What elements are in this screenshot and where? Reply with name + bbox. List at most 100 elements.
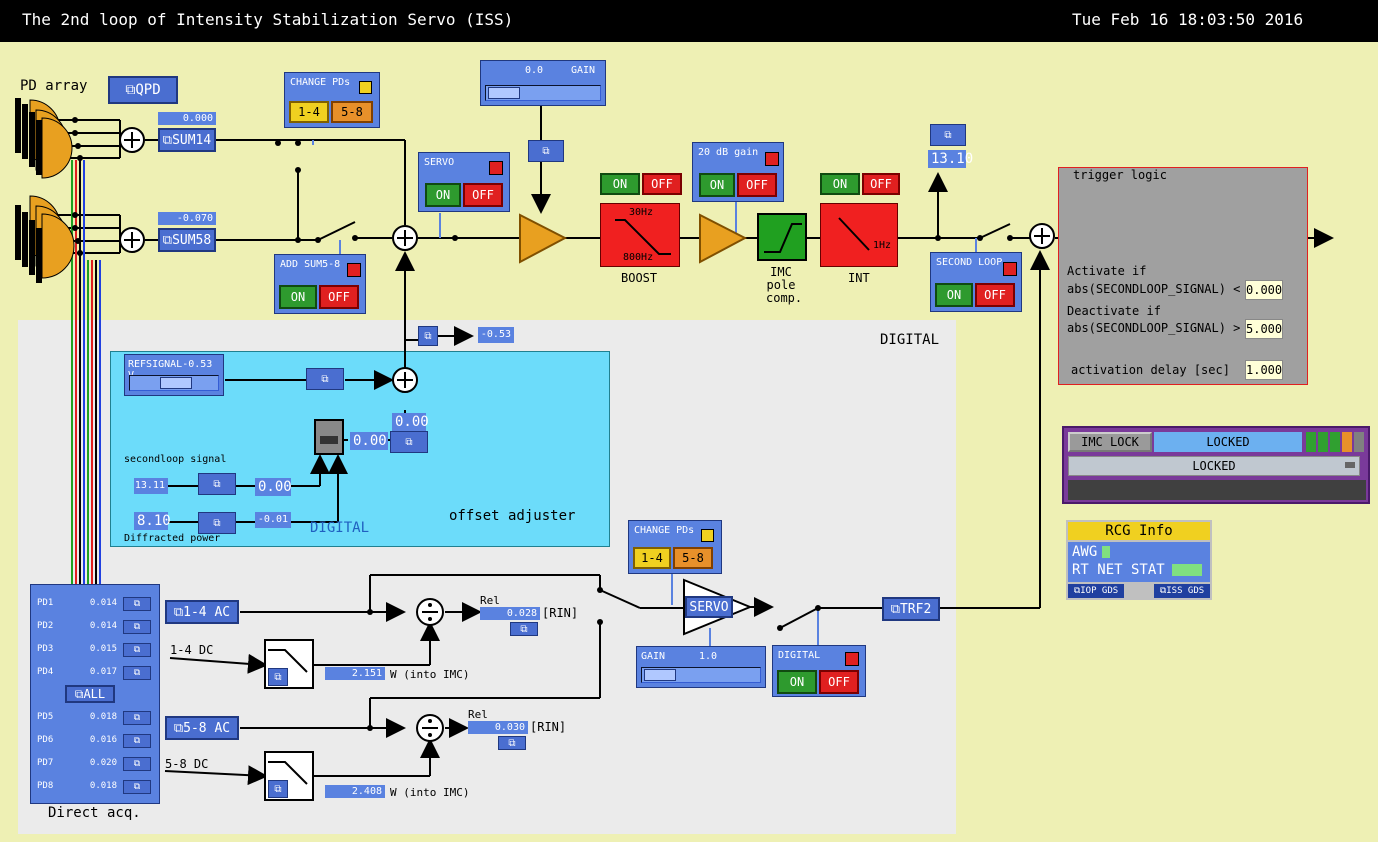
lock-led-3 (1330, 432, 1340, 452)
secondloop-label: secondloop signal (124, 454, 227, 465)
pd-name: PD7 (37, 758, 54, 768)
iss-gds-button[interactable]: ⧉ISS GDS (1154, 584, 1210, 598)
pd-name: PD5 (37, 712, 54, 722)
pd-value: 0.014 (89, 598, 117, 608)
servo-off-button[interactable]: OFF (463, 183, 503, 207)
window-icon: ⧉ (162, 132, 173, 148)
change-pds-bottom-5-8-button[interactable]: 5-8 (673, 547, 713, 569)
pd-link-button[interactable]: ⧉ (123, 643, 151, 657)
imc-lock-button[interactable]: IMC LOCK (1068, 432, 1152, 452)
pd-value: 0.016 (89, 735, 117, 745)
add-sum58-off-button[interactable]: OFF (319, 285, 359, 309)
pd-value: 0.018 (89, 781, 117, 791)
sum58-readback: -0.070 (158, 212, 216, 225)
activation-delay-input[interactable]: 1.000 (1245, 360, 1283, 380)
gain-link-button[interactable]: ⧉ (528, 140, 564, 162)
gain-slider-knob[interactable] (488, 87, 520, 99)
lp14-link-button[interactable]: ⧉ (268, 668, 288, 686)
rel14-value: 0.028 (480, 607, 540, 620)
activate-threshold-input[interactable]: 0.000 (1245, 280, 1283, 300)
window-icon: ⧉ (890, 601, 900, 617)
diffracted-link-button[interactable]: ⧉ (198, 512, 236, 534)
window-icon: ⧉ (274, 783, 282, 795)
direct-acq-label: Direct acq. (48, 805, 141, 821)
second-loop-on-button[interactable]: ON (935, 283, 973, 307)
rel14-link-button[interactable]: ⧉ (510, 622, 538, 636)
digital-panel: DIGITAL ON OFF (772, 645, 866, 697)
amp-triangle-2 (699, 213, 748, 264)
digital-on-button[interactable]: ON (777, 670, 817, 694)
refsignal-knob[interactable] (160, 377, 192, 389)
pd-link-button[interactable]: ⧉ (123, 780, 151, 794)
second-loop-off-button[interactable]: OFF (975, 283, 1015, 307)
secondloop-value: 13.11 (134, 478, 168, 494)
boost-off-button[interactable]: OFF (642, 173, 682, 195)
int-on-button[interactable]: ON (820, 173, 860, 195)
digital-off-button[interactable]: OFF (819, 670, 859, 694)
rel58-link-button[interactable]: ⧉ (498, 736, 526, 750)
refsignal-link-button[interactable]: ⧉ (306, 368, 344, 390)
rel58-label: Rel (468, 708, 488, 721)
gain-bottom-knob[interactable] (644, 669, 676, 681)
trf2-button[interactable]: ⧉TRF2 (882, 597, 940, 621)
output-link-button[interactable]: ⧉ (930, 124, 966, 146)
secondloop-link-button[interactable]: ⧉ (198, 473, 236, 495)
imc-lock-panel: IMC LOCK LOCKED LOCKED (1062, 426, 1370, 504)
awg-led (1102, 546, 1110, 558)
window-icon: ⧉ (213, 517, 221, 529)
diffracted-label: Diffracted power (124, 533, 221, 544)
int-off-button[interactable]: OFF (862, 173, 900, 195)
add-sum58-indicator (347, 263, 361, 277)
add-sum58-on-button[interactable]: ON (279, 285, 317, 309)
pd-link-button[interactable]: ⧉ (123, 620, 151, 634)
imc-lock-menu[interactable]: LOCKED (1068, 456, 1360, 476)
servo-panel: SERVO ON OFF (418, 152, 510, 212)
digital-indicator (845, 652, 859, 666)
lp58-link-button[interactable]: ⧉ (268, 780, 288, 798)
deactivate-threshold-input[interactable]: 5.000 (1245, 319, 1283, 339)
servo-on-button[interactable]: ON (425, 183, 461, 207)
pd-name: PD3 (37, 644, 54, 654)
sum14-button[interactable]: ⧉SUM14 (158, 128, 216, 152)
pd-link-button[interactable]: ⧉ (123, 734, 151, 748)
w14-unit: W (into IMC) (390, 668, 470, 681)
change-pds-5-8-button[interactable]: 5-8 (331, 101, 373, 123)
output-readback: 13.10 (928, 150, 973, 168)
amp-triangle-1 (519, 213, 568, 264)
digital-link-button[interactable]: ⧉ (418, 326, 438, 346)
servo-amp-button[interactable]: SERVO (685, 596, 733, 618)
second-loop-panel: SECOND LOOP ON OFF (930, 252, 1022, 312)
gain-slider-bottom[interactable]: GAIN 1.0 (636, 646, 766, 688)
sum-out-readback: 0.00 (392, 413, 429, 431)
boost-filter-block: 30Hz 800Hz (600, 203, 680, 267)
pd-array-label: PD array (20, 78, 88, 94)
all-button[interactable]: ⧉ALL (65, 685, 115, 703)
sum58-button[interactable]: ⧉SUM58 (158, 228, 216, 252)
ac14-button[interactable]: ⧉1-4 AC (165, 600, 239, 624)
ref-readback: -0.53 (478, 327, 514, 343)
qpd-button[interactable]: ⧉QPD (108, 76, 178, 104)
pd-link-button[interactable]: ⧉ (123, 757, 151, 771)
offset-link-button[interactable]: ⧉ (390, 431, 428, 453)
change-pds-1-4-button[interactable]: 1-4 (289, 101, 329, 123)
ac58-button[interactable]: ⧉5-8 AC (165, 716, 239, 740)
iop-gds-button[interactable]: ⧉IOP GDS (1068, 584, 1124, 598)
gain20-panel: 20 dB gain ON OFF (692, 142, 784, 202)
window-icon: ⧉ (125, 82, 136, 98)
gain20-off-button[interactable]: OFF (737, 173, 777, 197)
pd-link-button[interactable]: ⧉ (123, 711, 151, 725)
change-pds-bottom-1-4-button[interactable]: 1-4 (633, 547, 671, 569)
pd-link-button[interactable]: ⧉ (123, 666, 151, 680)
boost-on-button[interactable]: ON (600, 173, 640, 195)
pd-link-button[interactable]: ⧉ (123, 597, 151, 611)
window-icon: ⧉ (508, 737, 516, 749)
gain20-on-button[interactable]: ON (699, 173, 735, 197)
refsignal-slider[interactable]: REFSIGNAL-0.53 V (124, 354, 224, 396)
pd-value: 0.017 (89, 667, 117, 677)
pd-name: PD8 (37, 781, 54, 791)
gain-slider-top[interactable]: 0.0 GAIN (480, 60, 606, 106)
